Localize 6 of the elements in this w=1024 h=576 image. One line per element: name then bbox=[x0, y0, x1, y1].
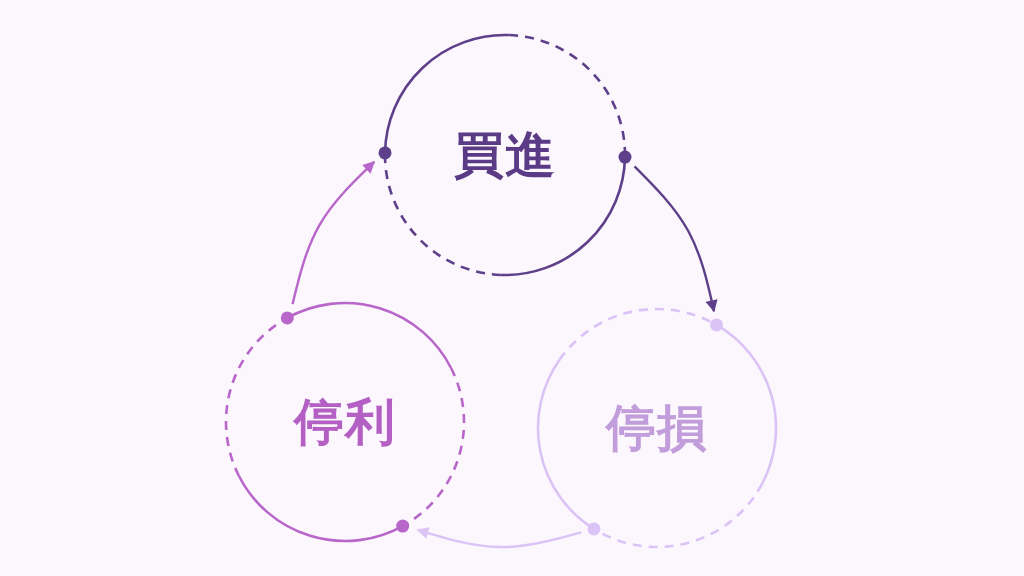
stage-label: 買進 bbox=[454, 126, 556, 184]
arrow bbox=[633, 165, 718, 313]
arrow bbox=[291, 161, 376, 305]
stage-label: 停損 bbox=[606, 399, 708, 457]
stage-label: 停利 bbox=[294, 393, 396, 451]
arrow bbox=[416, 527, 582, 549]
